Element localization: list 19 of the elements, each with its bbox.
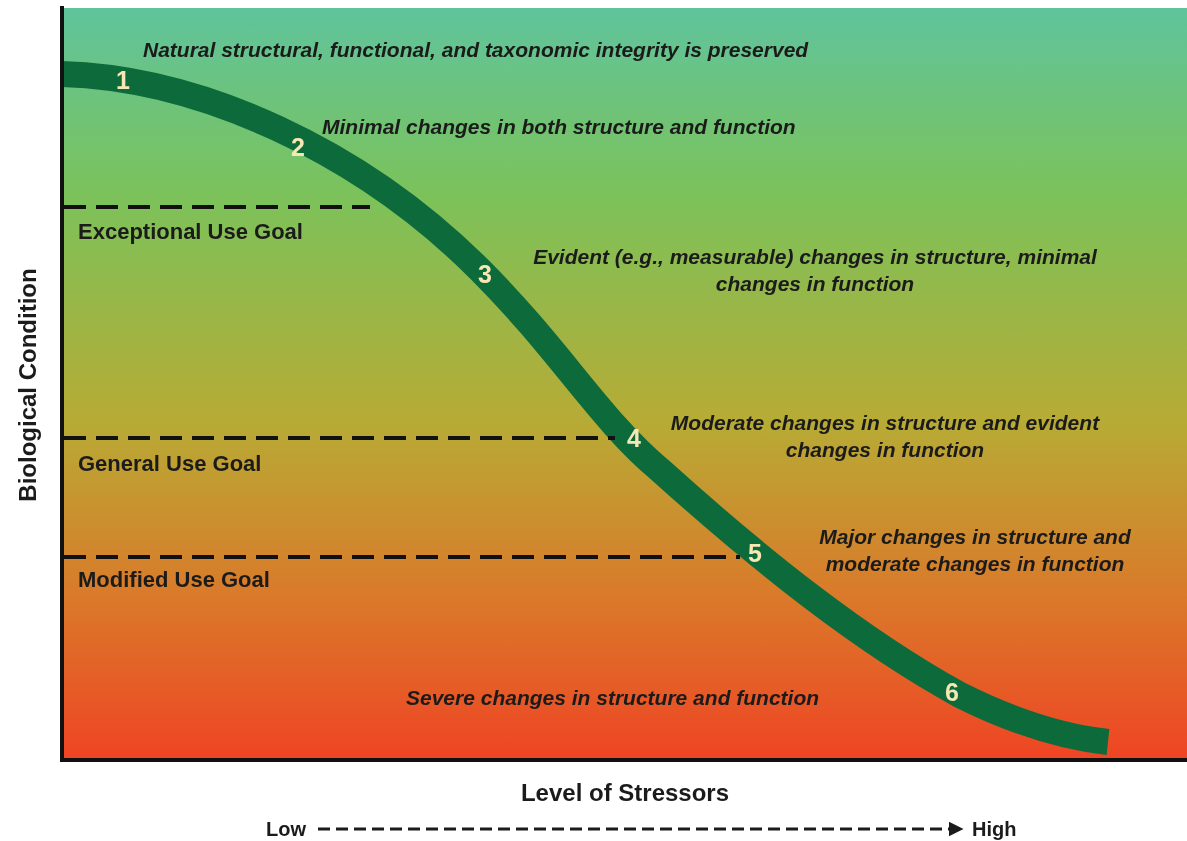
callout-number: 4 [626,422,642,454]
axis-end-label: High [972,817,1017,841]
callout-number: 5 [747,537,763,569]
axis-title: Biological Condition [13,268,43,502]
stage-description: Minimal changes in both structure and function [322,114,797,141]
goal-label: Modified Use Goal [78,565,270,594]
stage-description: Severe changes in structure and function [406,685,821,712]
callout-number: 6 [944,676,960,708]
axis-end-label: Low [266,817,306,841]
callout-number: 2 [290,131,306,163]
goal-label: Exceptional Use Goal [78,217,303,246]
axis-title: Level of Stressors [520,778,730,809]
stage-description: Moderate changes in structure and evident changes in function [669,409,1101,463]
stage-description: Natural structural, functional, and taxonomic integrity is preserved [143,37,810,64]
stage-description: Major changes in structure and moderate changes in function [818,523,1132,577]
stage-description: Evident (e.g., measurable) changes in structure, minimal changes in function [532,243,1098,297]
goal-label: General Use Goal [78,449,262,478]
callout-number: 1 [115,64,131,96]
callout-number: 3 [477,258,493,290]
